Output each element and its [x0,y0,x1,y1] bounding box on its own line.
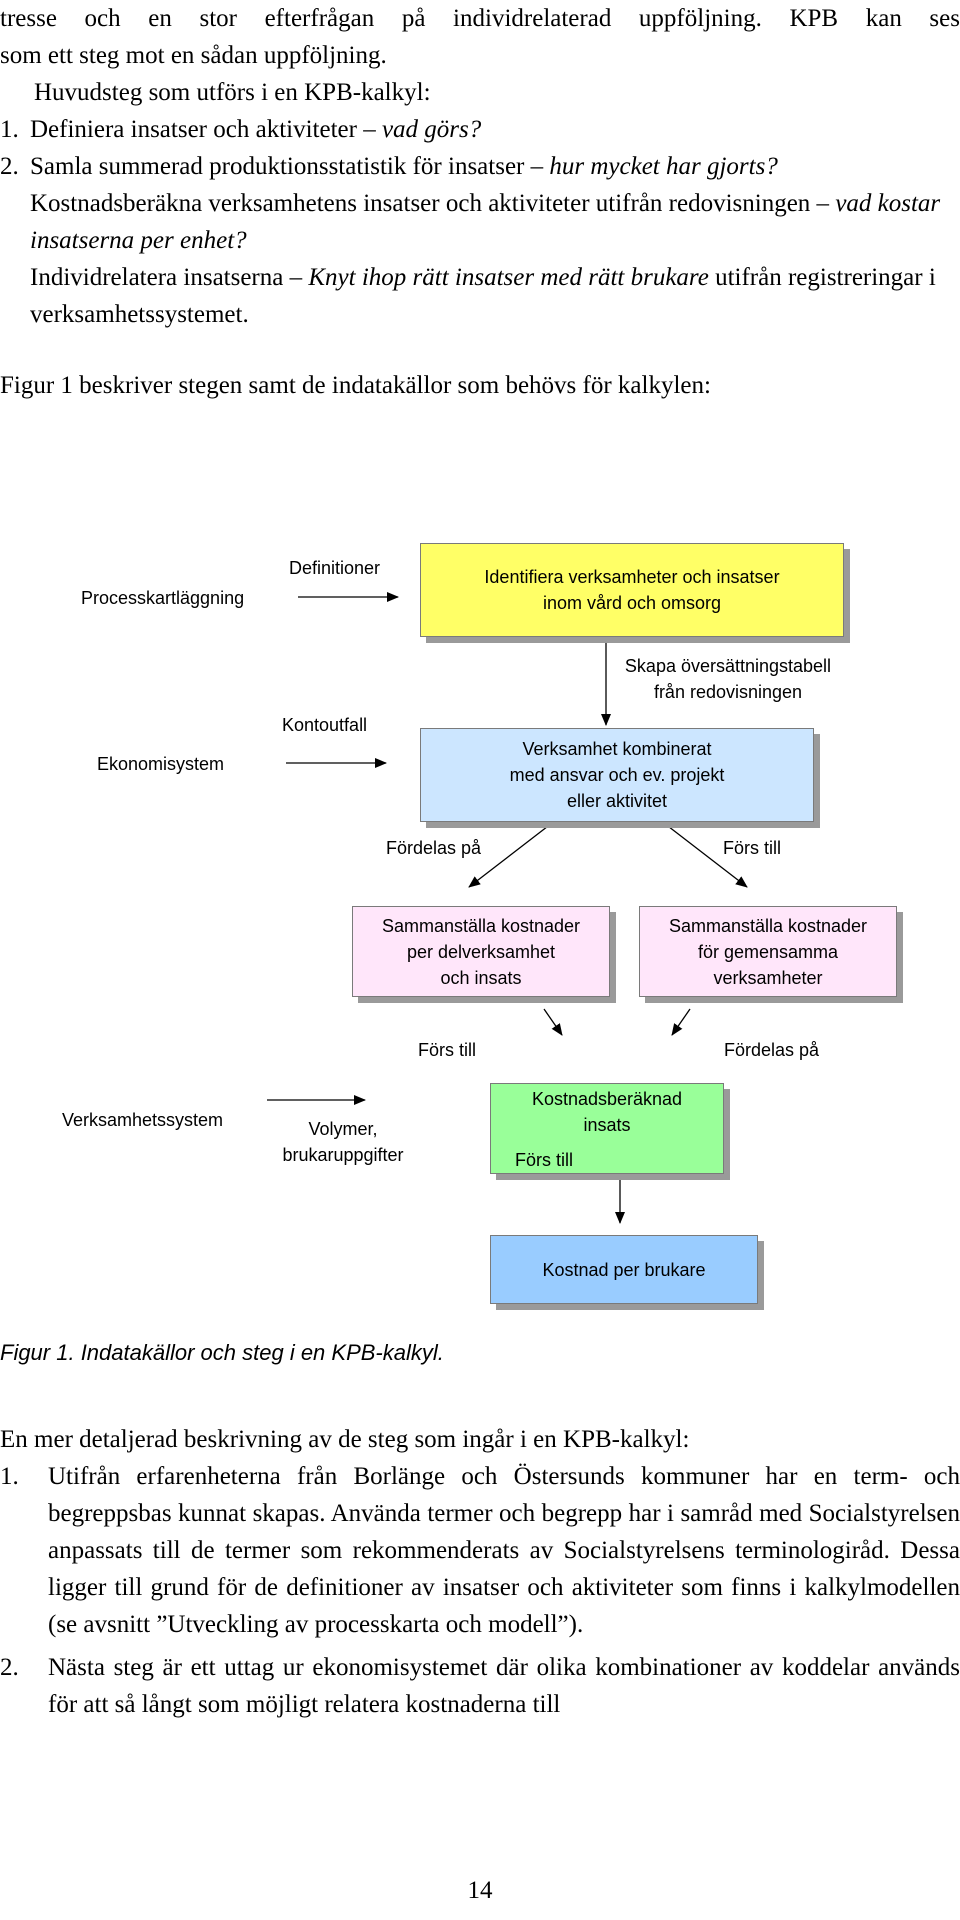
label-distributed-left: Fördelas på [386,838,482,858]
intro-line-3: Huvudsteg som utförs i en KPB-kalkyl: [34,79,431,106]
figure-caption: Figur 1. Indatakällor och steg i en KPB-… [0,1340,444,1365]
intro-line-1: tresse och en stor efterfrågan på indivi… [0,5,960,32]
step-4: 4.Individrelatera insatserna – Knyt ihop… [30,264,936,328]
arrow-to-sub-costs [468,812,566,888]
step-1: 1.Definiera insatser och aktiviteter – v… [0,116,482,143]
label-outcome: Kontoutfall [282,715,368,735]
label-carried-bottom: Förs till [515,1150,573,1170]
label-carried-left: Förs till [418,1040,476,1060]
box-combined: Verksamhet kombinerat med ansvar och ev.… [420,728,814,822]
label-translate: Skapa översättningstabell från redovisni… [624,656,832,702]
box-common-costs: Sammanställa kostnader för gemensamma ve… [639,906,897,997]
source-business: Verksamhetssystem [62,1110,224,1130]
outro-intro: En mer detaljerad beskrivning av de steg… [0,1426,690,1453]
label-volumes: Volymer, brukaruppgifter [282,1119,404,1165]
arrow-common-to-calculated [671,1008,691,1036]
intro-line-2: som ett steg mot en sådan uppföljning. [0,42,387,69]
box-identify: Identifiera verksamheter och insatser in… [420,543,844,637]
diagram-arrows [267,592,748,1224]
intro-section: tresse och en stor efterfrågan på indivi… [0,0,960,404]
page-number: 14 [467,1877,493,1904]
arrow-sub-to-calculated [543,1008,563,1036]
box-sub-costs: Sammanställa kostnader per delverksamhet… [352,906,610,997]
outro-section: En mer detaljerad beskrivning av de steg… [0,1421,960,1723]
kpb-diagram: Processkartläggning Definitioner Identif… [60,535,960,1375]
box-per-user: Kostnad per brukare [490,1235,758,1304]
source-process: Processkartläggning [81,588,245,608]
figure-intro: Figur 1 beskriver stegen samt de indatak… [0,372,711,399]
box-calculated: Kostnadsberäknad insats [490,1083,724,1174]
step-3: 3.Kostnadsberäkna verksamhetens insatser… [30,190,941,254]
step-2: 2.Samla summerad produktionsstatistik fö… [0,153,778,180]
label-carried-right: Förs till [723,838,781,858]
label-distributed-right: Fördelas på [724,1040,820,1060]
label-definitions: Definitioner [289,558,381,578]
outro-item-2: 2.Nästa steg är ett uttag ur ekonomisyst… [0,1654,960,1718]
arrow-to-common-costs [650,812,748,888]
source-economy: Ekonomisystem [97,754,225,774]
outro-item-1: 1.Utifrån erfarenheterna från Borlänge o… [0,1463,960,1638]
